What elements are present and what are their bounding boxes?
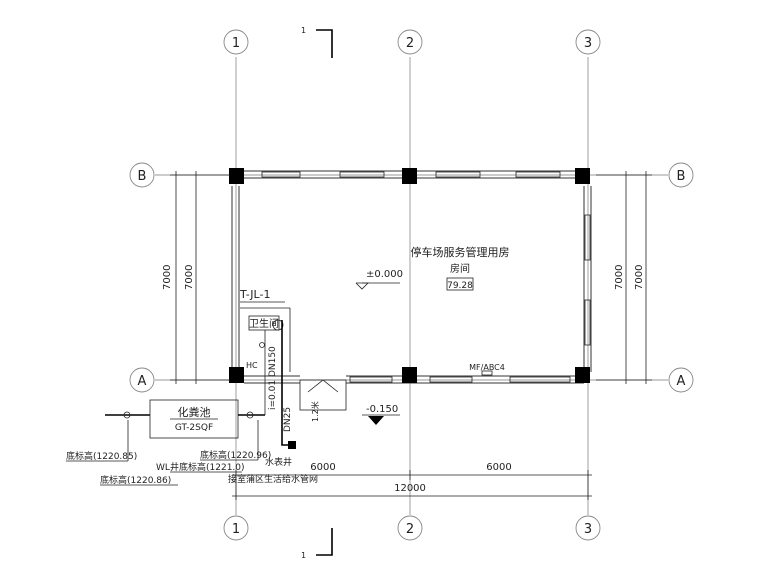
- dim-vertical-right-2: 7000: [634, 265, 645, 290]
- septic-inlet-manhole-icon: [123, 411, 131, 419]
- axis-label-A-left: A: [138, 374, 147, 389]
- septic-tank: 化粪池 GT-2SQF: [105, 399, 265, 439]
- toilet-label-box: [248, 315, 280, 331]
- septic-tank-model: GT-2SQF: [175, 423, 213, 433]
- window-top-4: [515, 171, 561, 178]
- axis-bubble-A-right: [668, 367, 694, 393]
- dim-span-1: 6000: [310, 462, 335, 473]
- structural-columns: [229, 168, 590, 383]
- vertical-dimensions: 7000 7000 7000 7000: [162, 171, 652, 384]
- column-A1: [229, 367, 244, 383]
- section-label-top: 1: [301, 26, 306, 35]
- axis-bubble-3-top: [575, 29, 601, 55]
- axis-label-1-bottom: 1: [232, 522, 240, 537]
- floor-elevation-marker: [355, 282, 369, 290]
- wl-label: WL: [156, 463, 170, 473]
- outdoor-elevation-marker: [368, 416, 384, 425]
- entrance-step-outline: [299, 379, 347, 411]
- elevation-notes: 底标高(1220.85) 底标高(1220.86) WL 底标高(1220.96…: [66, 420, 271, 486]
- axis-bubble-1-top: [223, 29, 249, 55]
- septic-tank-box: [149, 399, 239, 439]
- pipe-dn-label: DN25: [283, 407, 293, 432]
- septic-outlet-manhole-icon: [246, 411, 254, 419]
- axis-bubble-2-bottom: [397, 515, 423, 541]
- window-bottom-1: [349, 376, 393, 383]
- water-meter-label: 水表井: [265, 456, 292, 468]
- axis-label-2-bottom: 2: [406, 522, 414, 537]
- outdoor-elevation-text: -0.150: [366, 404, 398, 415]
- dim-span-2: 6000: [486, 462, 511, 473]
- axis-bubble-1-bottom: [223, 515, 249, 541]
- well-bottom-elevation: 井底标高(1221.0): [170, 461, 245, 473]
- axis-bubble-2-top: [397, 29, 423, 55]
- column-A3: [575, 367, 590, 383]
- room-area-box: [446, 277, 474, 291]
- room-type: 房间: [450, 262, 470, 275]
- dim-vertical-left-2: 7000: [184, 265, 195, 290]
- window-right-2: [584, 299, 591, 346]
- room-name: 停车场服务管理用房: [411, 245, 510, 259]
- axis-label-2-top: 2: [406, 36, 414, 51]
- axis-bubble-B-left: [129, 162, 155, 188]
- window-top-3: [435, 171, 481, 178]
- axis-label-1-top: 1: [232, 36, 240, 51]
- room-area: 79.28: [447, 281, 473, 291]
- dim-total: 12000: [394, 483, 426, 494]
- door-swing-right: [322, 379, 339, 393]
- window-right-1: [584, 214, 591, 261]
- bottom-elevation-left-2: 底标高(1220.86): [100, 474, 171, 486]
- axis-label-B-right: B: [677, 169, 686, 184]
- floor-drain-icon: [259, 342, 265, 348]
- toilet-area: T-JL-1 卫生间 HC i=0.01 DN150 DN25: [239, 288, 293, 432]
- axis-label-B-left: B: [138, 169, 147, 184]
- axis-bubble-B-right: [668, 162, 694, 188]
- axis-bubble-3-bottom: [575, 515, 601, 541]
- toilet-label: 卫生间: [249, 317, 279, 330]
- axis-label-3-top: 3: [584, 36, 592, 51]
- column-B1: [229, 168, 244, 184]
- window-bottom-3: [509, 376, 571, 383]
- riser-label: T-JL-1: [239, 288, 270, 301]
- entrance-steps: 1.2米: [299, 379, 347, 422]
- extinguisher-icon: [481, 370, 493, 376]
- building-walls: [231, 170, 592, 384]
- connect-note: 接室蒲区生活给水管网: [228, 473, 318, 485]
- door-sign: 1.2米: [310, 401, 320, 422]
- column-A2: [402, 367, 417, 383]
- axis-label-A-right: A: [677, 374, 686, 389]
- section-marks: 1 1: [301, 26, 333, 560]
- slope-label: i=0.01 DN150: [268, 346, 278, 410]
- extinguisher-label: MF/ABC4: [469, 363, 505, 372]
- axis-bubbles: 1 2 3 1 2 3 B B A A: [129, 29, 694, 541]
- window-bottom-2: [429, 376, 473, 383]
- axis-bubble-A-left: [129, 367, 155, 393]
- window-top-1: [261, 171, 301, 178]
- axis-label-3-bottom: 3: [584, 522, 592, 537]
- bottom-elevation-right: 底标高(1220.96): [200, 449, 271, 461]
- water-meter-icon: [288, 441, 296, 449]
- section-label-bottom: 1: [301, 551, 306, 560]
- toilet-fixture-icon: [272, 319, 284, 331]
- bottom-elevation-left-1: 底标高(1220.85): [66, 450, 137, 462]
- column-B3: [575, 168, 590, 184]
- door-swing-left: [307, 379, 324, 393]
- hc-label: HC: [246, 361, 258, 370]
- horizontal-dimensions: 6000 6000 12000: [232, 462, 592, 500]
- section-mark-top: [316, 29, 333, 58]
- septic-tank-name: 化粪池: [178, 405, 211, 419]
- window-top-2: [339, 171, 385, 178]
- column-B2: [402, 168, 417, 184]
- floor-elevation-text: ±0.000: [366, 269, 403, 280]
- dim-vertical-left-1: 7000: [162, 265, 173, 290]
- dim-vertical-right-1: 7000: [614, 265, 625, 290]
- section-mark-bottom: [316, 528, 333, 556]
